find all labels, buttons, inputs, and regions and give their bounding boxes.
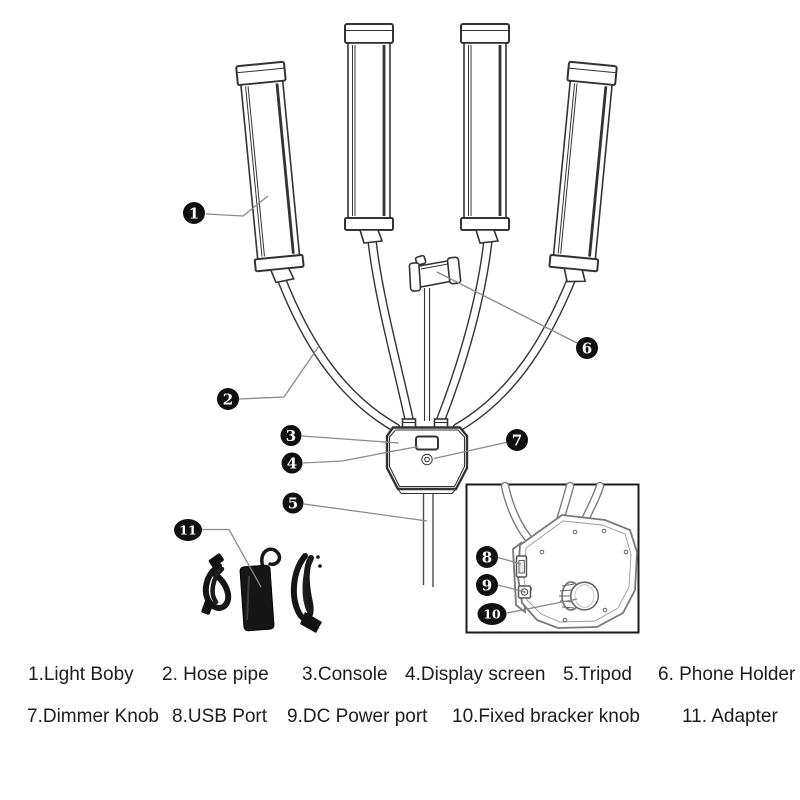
callout-11: 11: [174, 519, 202, 541]
svg-text:3: 3: [286, 427, 296, 445]
light-body-mid-left: [343, 22, 395, 245]
leader-line-5: [303, 503, 428, 522]
screws: [527, 528, 629, 623]
callout-3: 3: [280, 425, 302, 446]
leader-line-9: [497, 584, 526, 593]
adapter-power-cord: [290, 553, 322, 633]
light-body-outer-right: [546, 60, 619, 286]
leader-line-1: [205, 195, 269, 217]
leader-line-8: [497, 556, 522, 565]
svg-text:1: 1: [189, 205, 199, 223]
phone-holder: [408, 254, 462, 292]
light-body-mid-right: [459, 22, 511, 245]
legend-item-3: 3.Console: [302, 664, 388, 685]
legend-item-2: 2. Hose pipe: [162, 664, 269, 685]
callout-1: 1: [183, 202, 205, 224]
leader-line-3: [301, 435, 400, 444]
svg-text:2: 2: [223, 391, 233, 409]
leader-line-2: [238, 345, 320, 400]
legend-item-11: 11. Adapter: [682, 706, 778, 727]
fixed-bracket-knob: [559, 581, 600, 611]
legend-item-9: 9.DC Power port: [287, 706, 428, 727]
legend-item-5: 5.Tripod: [563, 664, 632, 685]
legend-item-1: 1.Light Boby: [28, 664, 134, 685]
svg-text:7: 7: [512, 432, 522, 450]
legend-item-8: 8.USB Port: [172, 706, 268, 727]
legend-item-4: 4.Display screen: [405, 664, 546, 685]
svg-text:10: 10: [483, 607, 501, 622]
leader-line-6: [436, 271, 578, 344]
adapter: [201, 547, 322, 633]
hose-pipe-outer-right: [452, 273, 577, 433]
callouts: 1 2 3 4 5 6 7 8: [174, 202, 598, 625]
svg-text:11: 11: [179, 523, 196, 538]
legend-item-6: 6. Phone Holder: [658, 664, 796, 685]
legend-item-7: 7.Dimmer Knob: [27, 706, 159, 727]
display-screen: [415, 435, 439, 451]
leader-line-11: [202, 528, 262, 588]
leader-line-10: [506, 598, 578, 614]
svg-text:9: 9: [482, 577, 492, 595]
console-back-view: [512, 514, 638, 629]
svg-text:4: 4: [287, 455, 297, 473]
callout-10: 10: [477, 603, 507, 625]
hose-pipe-mid-right: [436, 235, 493, 424]
hose-pipe-outer-left: [276, 273, 401, 433]
light-body-outer-left: [234, 60, 307, 286]
adapter-brick: [239, 547, 282, 632]
phone-holder-stem: [423, 288, 431, 421]
svg-text:8: 8: [482, 549, 492, 567]
leader-lines: [202, 195, 578, 614]
hose-pipe-mid-left: [367, 235, 414, 424]
adapter-coiled-cable: [201, 553, 232, 615]
leader-line-7: [433, 441, 507, 460]
dimmer-knob: [421, 453, 433, 466]
leader-line-4: [302, 445, 419, 464]
callout-6: 6: [576, 337, 598, 359]
callout-8: 8: [476, 546, 498, 568]
svg-text:5: 5: [288, 495, 298, 513]
callout-5: 5: [282, 492, 304, 514]
tripod-pole: [422, 493, 434, 587]
callout-7: 7: [506, 429, 528, 451]
svg-text:6: 6: [582, 340, 592, 358]
callout-4: 4: [281, 452, 303, 474]
console: [385, 418, 469, 494]
callout-9: 9: [476, 574, 498, 596]
legend-item-10: 10.Fixed bracker knob: [452, 706, 640, 727]
usb-port: [515, 555, 528, 578]
callout-2: 2: [217, 388, 239, 410]
